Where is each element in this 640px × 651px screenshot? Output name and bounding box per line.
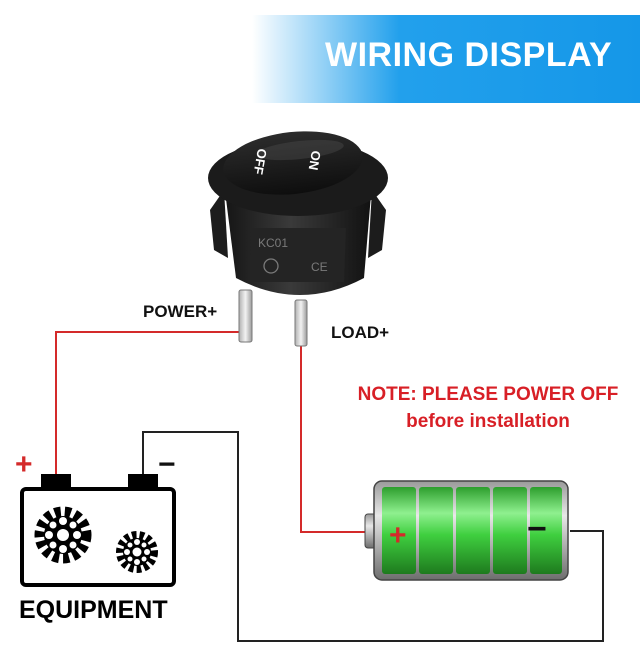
load-plus-label: LOAD+: [331, 323, 390, 342]
battery-cell: [530, 487, 562, 574]
wires: [55, 331, 604, 642]
equipment-terminal-positive: [41, 474, 71, 488]
negative-wire: [142, 431, 604, 642]
note-line-2: before installation: [406, 411, 570, 432]
equipment-label: EQUIPMENT: [19, 596, 168, 624]
switch-clip-right: [368, 190, 386, 258]
load-battery: + −: [364, 480, 569, 581]
switch-label-panel: [250, 228, 346, 282]
switch-clip-left: [210, 190, 228, 258]
battery-cell: [419, 487, 453, 574]
battery-positive-sign: +: [389, 519, 407, 552]
battery-negative-sign: −: [527, 510, 547, 548]
equipment: + −: [15, 448, 176, 587]
battery-cell: [493, 487, 527, 574]
gear-icon: [34, 506, 92, 564]
switch-rocker: [223, 131, 363, 195]
gear-icon: [116, 531, 158, 573]
switch-on-label: ON: [306, 149, 324, 171]
switch-ce-mark: CE: [311, 260, 328, 274]
switch-pin-power: [238, 289, 253, 343]
switch-off-label: OFF: [251, 147, 270, 175]
switch-rocker-highlight: [256, 139, 344, 161]
power-plus-label: POWER+: [143, 302, 218, 321]
title-banner: [252, 15, 640, 103]
positive-wire-load: [300, 344, 376, 533]
certification-icon: [263, 258, 279, 274]
switch-pin-load: [294, 299, 308, 347]
rocker-switch: ON OFF KC01 CE: [208, 131, 388, 347]
equipment-negative-sign: −: [158, 448, 176, 481]
positive-wire-power: [55, 331, 245, 474]
battery-cell: [382, 487, 416, 574]
equipment-positive-sign: +: [15, 448, 33, 481]
installation-note: NOTE: PLEASE POWER OFF before installati…: [340, 381, 636, 435]
battery-cell: [456, 487, 490, 574]
note-line-1: NOTE: PLEASE POWER OFF: [357, 384, 619, 405]
page-title: WIRING DISPLAY: [325, 36, 613, 74]
switch-model-label: KC01: [258, 236, 288, 250]
equipment-terminal-negative: [128, 474, 158, 488]
